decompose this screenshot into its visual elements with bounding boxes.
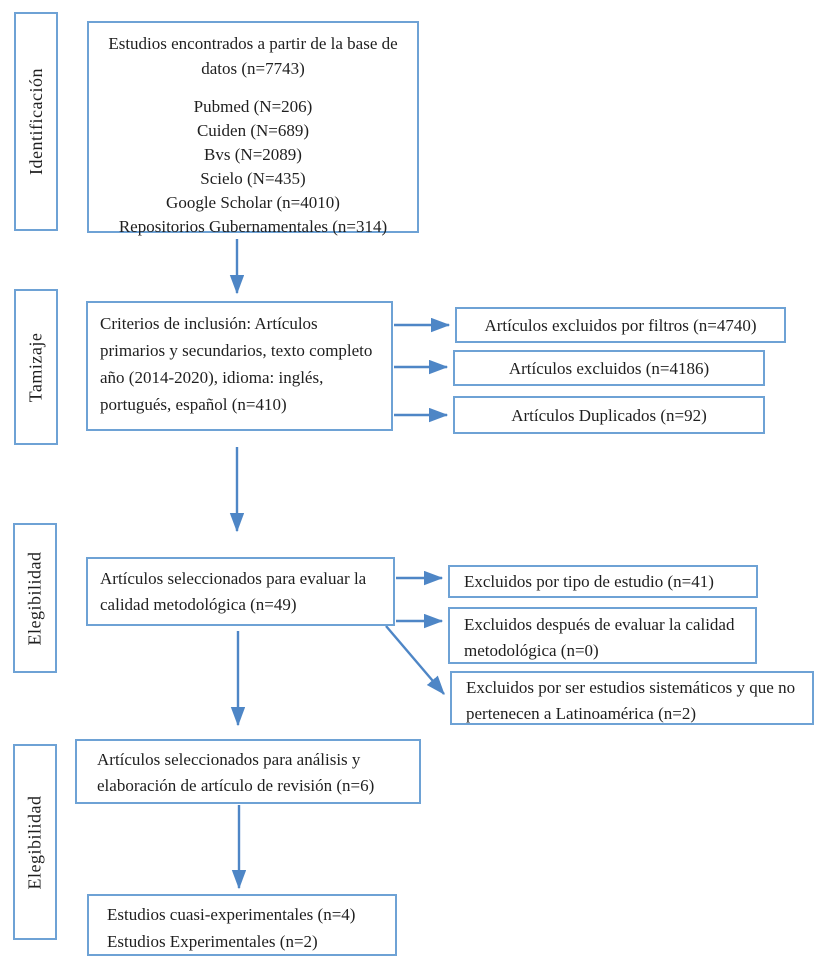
source-list: Pubmed (N=206) Cuiden (N=689) Bvs (N=208… xyxy=(95,95,411,239)
node-text: Excluidos después de evaluar la calidad … xyxy=(464,615,735,660)
node-database-search: Estudios encontrados a partir de la base… xyxy=(87,21,419,236)
stage-label-eligibility-upper: Elegibilidad xyxy=(13,523,57,673)
node-text: Artículos excluidos por filtros (n=4740) xyxy=(484,316,757,335)
node-text: Artículos excluidos (n=4186) xyxy=(508,359,710,378)
stage-label-text: Identificación xyxy=(25,68,46,175)
stage-label-text: Elegibilidad xyxy=(24,551,45,645)
node-text: Artículos Duplicados (n=92) xyxy=(511,406,707,425)
source-item: Google Scholar (n=4010) xyxy=(166,193,340,212)
node-inclusion-criteria: Criterios de inclusión: Artículos primar… xyxy=(86,301,393,431)
source-item: Scielo (N=435) xyxy=(200,169,306,188)
stage-label-eligibility-lower: Elegibilidad xyxy=(13,744,57,940)
node-excluded-after-quality: Excluidos después de evaluar la calidad … xyxy=(448,607,757,664)
node-excluded: Artículos excluidos (n=4186) xyxy=(453,350,765,386)
stage-label-screening: Tamizaje xyxy=(14,289,58,445)
node-text: Criterios de inclusión: Artículos primar… xyxy=(100,314,373,414)
stage-label-text: Tamizaje xyxy=(25,332,46,402)
node-text: Excluidos por tipo de estudio (n=41) xyxy=(464,572,714,591)
node-text: Excluidos por ser estudios sistemáticos … xyxy=(466,678,796,723)
node-text-line: Estudios Experimentales (n=2) xyxy=(107,932,318,951)
node-excluded-systematic: Excluidos por ser estudios sistemáticos … xyxy=(450,671,814,725)
source-item: Cuiden (N=689) xyxy=(196,121,310,140)
node-duplicates: Artículos Duplicados (n=92) xyxy=(453,396,765,434)
arrow-to-excluded-systematic xyxy=(385,625,445,695)
node-excluded-by-filters: Artículos excluidos por filtros (n=4740) xyxy=(455,307,786,343)
node-text-line: Estudios cuasi-experimentales (n=4) xyxy=(107,905,356,924)
node-text: Artículos seleccionados para análisis y … xyxy=(97,750,375,795)
source-item: Pubmed (N=206) xyxy=(193,97,313,116)
node-quality-assessment: Artículos seleccionados para evaluar la … xyxy=(86,557,395,626)
source-item: Bvs (N=2089) xyxy=(204,145,302,164)
node-title: Estudios encontrados a partir de la base… xyxy=(108,34,398,78)
stage-label-text: Elegibilidad xyxy=(24,795,45,889)
stage-label-identification: Identificación xyxy=(14,12,58,231)
node-text: Artículos seleccionados para evaluar la … xyxy=(100,569,367,614)
node-final-selection: Artículos seleccionados para análisis y … xyxy=(75,739,421,804)
node-excluded-by-study-type: Excluidos por tipo de estudio (n=41) xyxy=(448,565,758,598)
source-item: Repositorios Gubernamentales (n=314) xyxy=(118,217,388,236)
node-study-types: Estudios cuasi-experimentales (n=4) Estu… xyxy=(87,894,397,956)
